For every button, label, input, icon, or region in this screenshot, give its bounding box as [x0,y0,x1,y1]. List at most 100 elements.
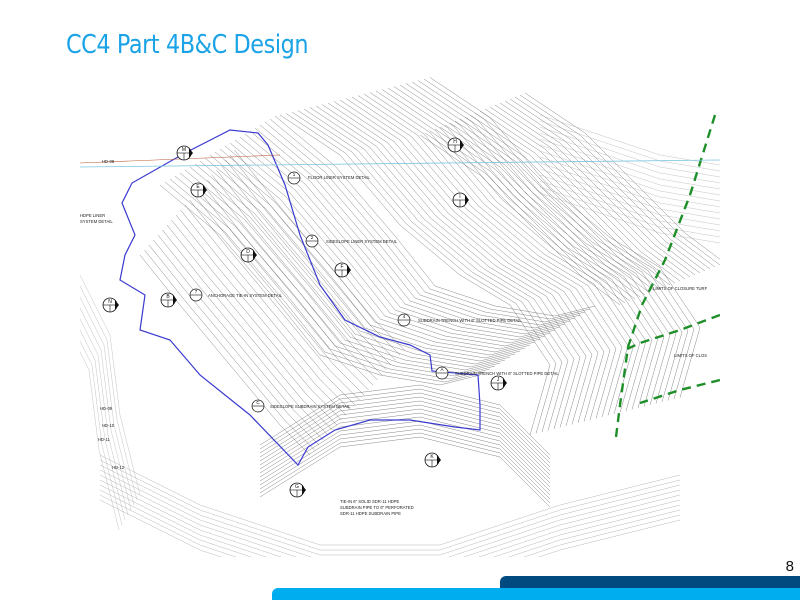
svg-text:SYSTEM DETAIL: SYSTEM DETAIL [80,219,113,224]
contour-line [333,101,605,422]
svg-text:4: 4 [403,314,406,319]
contour-line [174,175,496,377]
contour-line [70,289,132,511]
contour-line [259,408,551,480]
contour-line [198,189,369,391]
contour-line [321,104,593,425]
contour-line [193,194,365,396]
contour-line [162,229,333,431]
contour-line [424,132,626,304]
contour-line [345,98,617,419]
contour-line [169,178,491,380]
contour-line [449,122,651,294]
contour-line [259,404,551,476]
contour-line [539,126,721,178]
contour-line [61,304,123,526]
contour-line [489,106,691,278]
landfill-boundary [119,129,481,467]
svg-text:1: 1 [293,172,296,177]
section-marker: G [289,482,306,498]
contour-line [439,126,641,298]
contour-line [539,168,721,220]
contour-line [184,204,356,406]
contour-line [99,454,681,546]
contour-line [153,239,324,441]
contour-line [259,124,581,326]
contour-line [291,111,563,433]
contour-line [76,279,138,501]
contour-line [539,156,721,208]
svg-text:D: D [246,249,250,255]
contour-line [357,95,629,416]
contour-line [303,108,575,430]
contour-line [99,459,681,551]
section-marker: B [160,292,177,308]
contour-line [504,100,706,272]
svg-text:I: I [459,194,460,200]
contour-line [234,149,405,351]
contour-line [411,81,683,403]
contour-line [67,294,129,516]
section-marker: J [490,375,507,391]
contour-line [199,160,521,362]
svg-text:HDPE LINER: HDPE LINER [80,213,105,218]
svg-text:F: F [340,264,343,270]
site-plan-drawing: FLOOR LINER SYSTEM DETAIL SIDESLOPE LINE… [58,75,726,591]
contour-line [259,432,551,504]
svg-text:2: 2 [311,235,314,240]
svg-text:HD-12: HD-12 [112,465,125,470]
contour-line [211,174,383,376]
contour-line [279,114,551,436]
contour-line [363,93,635,415]
svg-text:B: B [166,294,170,300]
svg-text:M: M [182,147,186,153]
slide-title: CC4 Part 4B&C Design [66,30,309,60]
section-marker: H [447,137,464,153]
contour-line [202,184,374,386]
contour-line [79,274,141,496]
detail-callout: A [435,366,449,380]
closure-turf-limit-2 [624,313,721,352]
contour-line [64,299,126,521]
contour-line [58,309,120,531]
contour-line [189,166,511,368]
footer-bar-light [272,588,800,600]
contour-line [175,214,347,416]
section-marker: F [334,262,351,278]
section-marker: N [102,297,119,313]
contour-line [539,138,721,190]
contour-line [259,424,551,496]
contour-line [369,92,641,413]
contour-line [297,110,569,431]
svg-text:TIE-IN 6" SOLID SDR-11 HDPE: TIE-IN 6" SOLID SDR-11 HDPE [340,499,400,504]
svg-text:LIMITS OF CLOSURE TURF: LIMITS OF CLOSURE TURF [653,286,708,291]
svg-text:SUBDRAIN PIPE TO 6" PERFORATED: SUBDRAIN PIPE TO 6" PERFORATED [340,505,414,510]
contour-line [539,192,721,244]
contour-line [254,127,576,329]
contour-line [259,392,551,464]
svg-text:K: K [430,454,434,460]
contour-line [444,124,646,296]
svg-text:H: H [453,139,457,145]
contour-line [99,484,681,576]
svg-text:LIMITS OF CLOS: LIMITS OF CLOS [674,353,707,358]
contour-line [539,132,721,184]
contour-line [539,180,721,232]
callout-labels: FLOOR LINER SYSTEM DETAIL SIDESLOPE LINE… [80,159,708,516]
svg-text:SIDESLOPE SUBDRAIN SYSTEM DETA: SIDESLOPE SUBDRAIN SYSTEM DETAIL [270,404,351,409]
contour-line [259,396,551,468]
contour-line [434,128,636,300]
contour-line [514,96,716,268]
contour-line [229,154,401,356]
contour-line [180,209,351,411]
contour-line [244,133,566,335]
contour-line [327,102,599,424]
detail-callout: C [251,399,265,413]
contour-line [259,436,551,508]
contour-line [259,388,551,460]
contour-line [249,130,571,332]
detail-callout: 7 [189,288,203,302]
contour-line [171,219,342,421]
contour-line [464,116,666,288]
contour-line [194,163,516,365]
